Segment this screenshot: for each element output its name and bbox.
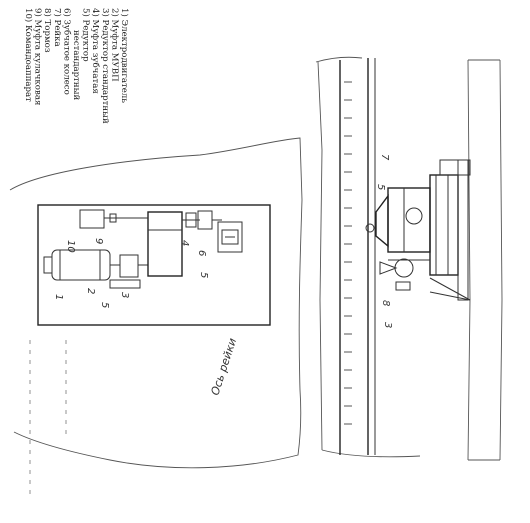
legend-item-5: 5) Редуктор [81, 8, 92, 62]
side-label-8: 8 [380, 300, 391, 306]
coupling-muvp [119, 254, 139, 278]
legend-item-1: 1) Электродвигатель [119, 8, 130, 103]
legend: 1) Электродвигатель 2) Муфта МУВП 3) Ред… [23, 8, 130, 124]
legend-item-9: 9) Муфта кулачковая [33, 8, 44, 105]
command-apparatus [217, 221, 243, 253]
plan-label-1: 1 [53, 294, 64, 300]
plan-label-10: 10 [65, 240, 76, 253]
side-reducer-taper [375, 193, 389, 248]
frame-left-edge [317, 61, 323, 451]
legend-item-2: 2) Муфта МУВП [109, 8, 120, 82]
base-plate [37, 204, 271, 326]
plan-view [9, 137, 303, 469]
rail-axis-caption: Ось рейки [208, 336, 239, 397]
plan-label-2: 2 [85, 288, 96, 294]
standard-reducer-foot [109, 279, 141, 289]
frame-bottom-edge [321, 449, 421, 458]
side-label-7: 7 [379, 154, 390, 161]
plan-label-4: 4 [179, 240, 190, 246]
legend-item-3: 3) Редуктор стандартный [100, 8, 111, 124]
frame-top-edge [315, 56, 363, 63]
legend-item-5b: нестандартный [71, 30, 81, 100]
side-brake [394, 258, 414, 278]
plan-label-5a: 5 [99, 302, 110, 308]
legend-item-8: 8) Тормоз [42, 8, 53, 53]
pinion [365, 223, 375, 233]
plan-label-9: 9 [93, 238, 104, 244]
side-cover-top [439, 159, 471, 176]
gear-wheel [197, 210, 213, 230]
plan-label-3: 3 [119, 292, 130, 298]
side-label-5: 5 [375, 184, 386, 190]
reducer-hub [405, 207, 423, 225]
legend-item-4: 4) Муфта зубчатая [90, 8, 101, 94]
rack-teeth [344, 81, 352, 425]
side-reducer-body [387, 187, 431, 253]
side-label-3: 3 [382, 322, 393, 328]
plan-label-6: 6 [196, 250, 207, 256]
gear-coupling [185, 212, 197, 228]
brake-block [79, 209, 105, 229]
plan-numbers: 1 2 3 4 5 5 6 9 10 [53, 238, 209, 308]
plan-enclosure [9, 137, 303, 469]
legend-item-7: 7) Рейка [52, 8, 63, 47]
side-motor [429, 174, 459, 276]
legend-item-6: 6) Зубчатое колесо [61, 8, 72, 95]
motor [43, 249, 120, 281]
side-view [315, 56, 503, 461]
nonstandard-reducer [147, 211, 183, 277]
plan-label-5b: 5 [198, 272, 209, 278]
legend-item-10: 10) Командоаппарат [23, 8, 34, 102]
